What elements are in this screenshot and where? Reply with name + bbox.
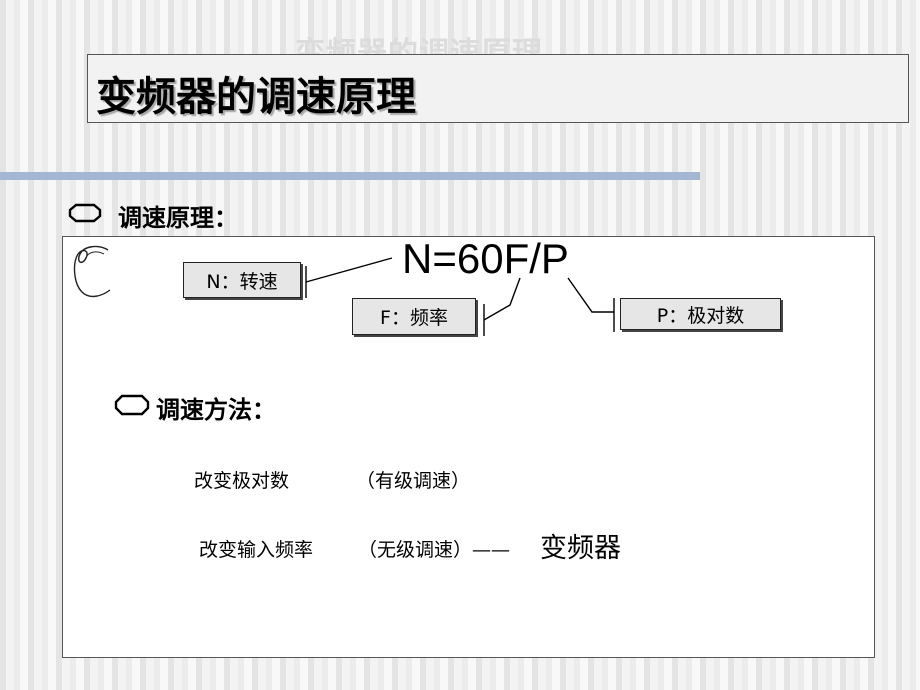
page-title: 变频器的调速原理 [96, 73, 416, 120]
speed-formula: N=60F/P [402, 235, 569, 282]
section-heading-methods: 调速方法： [156, 395, 276, 424]
bracket-bullet-icon [114, 394, 150, 416]
section-heading-principle: 调速原理： [118, 203, 238, 232]
bracket-bullet-icon [68, 203, 102, 223]
title-box [87, 54, 909, 123]
label-frequency: F：频率 [352, 298, 476, 335]
method-item-pole-pairs: 改变极对数 [194, 470, 290, 492]
method-note-stepped: （有级调速） [356, 470, 471, 492]
method-item-frequency: 改变输入频率 [199, 539, 314, 561]
curl-ornament-icon [73, 245, 111, 298]
label-speed: N：转速 [183, 262, 301, 298]
result-inverter: 变频器 [540, 533, 621, 564]
label-pole-pairs: P：极对数 [620, 298, 781, 330]
method-note-stepless: （无级调速）—— [358, 539, 511, 561]
accent-rule [0, 172, 700, 180]
